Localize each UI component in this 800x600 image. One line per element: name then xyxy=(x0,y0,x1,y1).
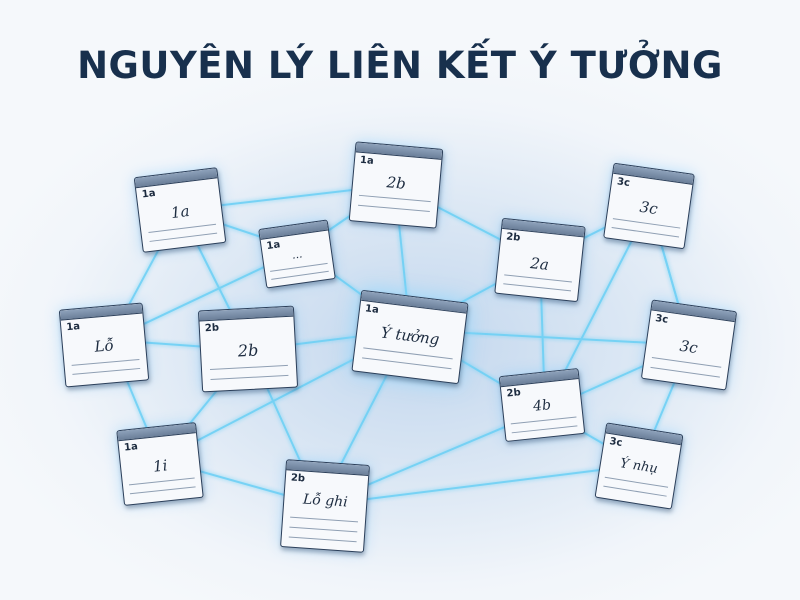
idea-card-central[interactable]: 1a Ý tưởng xyxy=(351,289,469,385)
idea-card[interactable]: 2b 2a xyxy=(494,217,586,303)
card-tag: 2b xyxy=(506,387,522,400)
card-line xyxy=(130,486,196,495)
link xyxy=(319,464,641,506)
card-label: 2a xyxy=(529,254,550,274)
idea-card[interactable]: 1a ... xyxy=(258,219,336,289)
card-line xyxy=(289,516,359,523)
card-line xyxy=(603,485,667,497)
card-label: Lỗ ghi xyxy=(302,491,349,511)
idea-card[interactable]: 3c 3c xyxy=(640,299,738,391)
card-line xyxy=(147,223,217,234)
idea-card[interactable]: 1a Lỗ xyxy=(58,302,150,388)
card-line xyxy=(358,194,431,203)
card-tag: 2b xyxy=(204,322,220,335)
card-label: 2b xyxy=(385,173,407,193)
card-line xyxy=(209,364,289,371)
card-line xyxy=(71,367,141,375)
idea-card[interactable]: 1a 2b xyxy=(348,141,444,229)
card-label: 1i xyxy=(152,456,169,476)
card-tag: 1a xyxy=(364,303,380,316)
card-line xyxy=(210,374,289,381)
card-label: 2b xyxy=(237,340,259,361)
card-label: Ý nhụ xyxy=(619,456,659,477)
card-label: 1a xyxy=(169,201,191,223)
card-tag: 2b xyxy=(290,472,306,485)
card-line xyxy=(503,274,573,283)
card-tag: 1a xyxy=(123,441,139,454)
card-line xyxy=(149,232,218,242)
idea-card[interactable]: 2b Lỗ ghi xyxy=(280,459,370,553)
card-line xyxy=(363,347,453,360)
card-tag: 1a xyxy=(141,187,157,201)
card-line xyxy=(288,526,358,533)
idea-card[interactable]: 1a 1a xyxy=(133,167,227,253)
page-title: NGUYÊN LÝ LIÊN KẾT Ý TƯỞNG xyxy=(77,44,723,87)
card-line xyxy=(650,366,721,378)
card-line xyxy=(270,262,328,272)
card-tag: 2b xyxy=(505,231,521,244)
card-tag: 3c xyxy=(654,313,669,326)
card-label: Lỗ xyxy=(93,336,115,356)
card-line xyxy=(129,477,195,486)
card-line xyxy=(357,204,430,213)
card-line xyxy=(604,476,669,488)
idea-card[interactable]: 1a 1i xyxy=(116,422,204,506)
card-title-bar xyxy=(198,306,294,322)
card-line xyxy=(71,358,140,366)
card-line xyxy=(288,536,358,543)
card-line xyxy=(362,357,452,370)
card-line xyxy=(611,227,679,238)
card-tag: 1a xyxy=(65,321,81,334)
idea-card[interactable]: 3c Ý nhụ xyxy=(594,422,684,510)
idea-card[interactable]: 2b 4b xyxy=(498,367,586,443)
card-line xyxy=(502,283,572,292)
card-line xyxy=(271,270,329,280)
card-tag: 1a xyxy=(359,154,375,167)
card-line xyxy=(511,425,578,434)
card-line xyxy=(510,416,577,425)
idea-card[interactable]: 3c 3c xyxy=(603,162,695,250)
card-tag: 3c xyxy=(616,176,631,190)
card-tag: 3c xyxy=(608,436,624,450)
card-label: Ý tưởng xyxy=(379,323,441,349)
idea-card[interactable]: 2b 2b xyxy=(197,305,299,393)
